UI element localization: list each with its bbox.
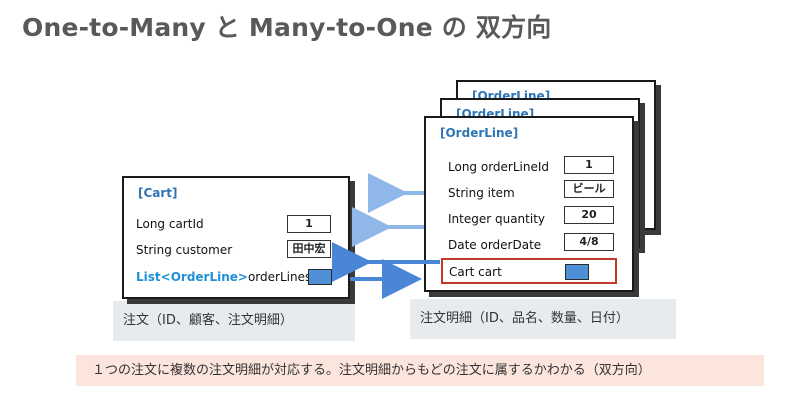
- orderlines-reference-icon: [308, 269, 332, 285]
- orderline-caption: 注文明細（ID、品名、数量、日付）: [410, 299, 676, 339]
- cart-caption: 注文（ID、顧客、注文明細）: [113, 301, 355, 341]
- cart-field-value: 田中宏: [287, 240, 331, 258]
- orderline-field-label: Long orderLineId: [448, 160, 550, 174]
- list-type-label: List<OrderLine>: [136, 270, 248, 284]
- orderline-field-label: Date orderDate: [448, 238, 542, 252]
- cart-header: [Cart]: [138, 186, 178, 200]
- orderline-field-value: 1: [564, 156, 614, 174]
- cart-entity-box: [Cart] Long cartId 1 String customer 田中宏…: [122, 176, 350, 299]
- summary-note: １つの注文に複数の注文明細が対応する。注文明細からもどの注文に属するかわかる（双…: [76, 355, 764, 386]
- orderline-cart-field: Cart cart: [449, 265, 502, 279]
- orderline-field-value: 4/8: [564, 233, 614, 251]
- cart-field-label: String customer: [136, 243, 233, 257]
- orderline-field-value: 20: [564, 206, 614, 224]
- orderline-header: [OrderLine]: [440, 126, 519, 140]
- cart-field-label: Long cartId: [136, 217, 204, 231]
- orderline-field-label: String item: [448, 186, 515, 200]
- cart-reference-icon: [565, 264, 589, 280]
- orderline-field-value: ビール: [564, 180, 614, 198]
- orderline-field-label: Integer quantity: [448, 212, 546, 226]
- cart-field-value: 1: [287, 215, 331, 233]
- page-title: One-to-Many と Many-to-One の 双方向: [22, 13, 552, 42]
- list-name-label: orderLines: [247, 270, 312, 284]
- orderline-entity-box: [OrderLine] Long orderLineId 1 String it…: [424, 116, 634, 292]
- cart-reference-row: Cart cart: [441, 258, 617, 284]
- cart-orderlines-field: List<OrderLine>orderLines: [136, 270, 311, 284]
